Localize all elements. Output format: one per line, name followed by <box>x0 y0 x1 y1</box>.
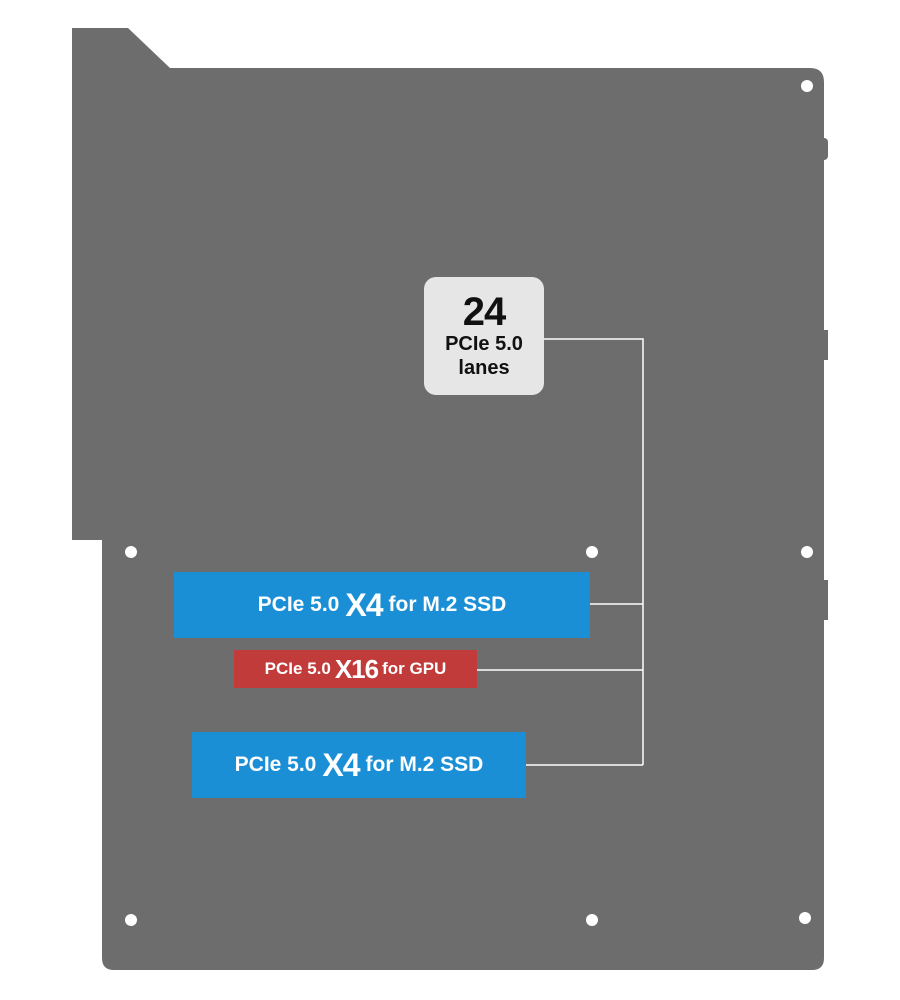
m2-ssd-slot-top: PCIe 5.0 X4 for M.2 SSD <box>174 572 590 638</box>
slot-prefix: PCIe 5.0 <box>234 753 317 776</box>
mount-hole <box>586 914 598 926</box>
gpu-slot: PCIe 5.0 X16 for GPU <box>234 650 477 688</box>
slot-suffix: for M.2 SSD <box>388 593 507 616</box>
motherboard-outline <box>72 28 824 970</box>
m2-ssd-slot-bottom: PCIe 5.0 X4 for M.2 SSD <box>192 732 526 798</box>
connector-trunk <box>544 338 644 765</box>
cpu-lanes-badge: 24 PCIe 5.0 lanes <box>424 277 544 395</box>
slot-prefix: PCIe 5.0 <box>264 659 331 678</box>
mount-hole <box>801 546 813 558</box>
lane-connector-lines <box>477 338 644 766</box>
lanes-label-line1: PCIe 5.0 <box>445 333 523 355</box>
mount-hole <box>799 912 811 924</box>
board-edge-bump <box>820 138 828 160</box>
lanes-label-line2: lanes <box>458 357 510 379</box>
mount-hole <box>801 80 813 92</box>
slot-prefix: PCIe 5.0 <box>257 593 340 616</box>
board-edge-bump <box>820 330 828 360</box>
slot-lane-width: X16 <box>334 653 379 684</box>
mount-hole <box>586 546 598 558</box>
board-edge-bump <box>820 580 828 620</box>
slot-lane-width: X4 <box>322 746 360 783</box>
slot-suffix: for GPU <box>382 659 447 678</box>
mount-hole <box>125 546 137 558</box>
mount-hole <box>125 914 137 926</box>
slot-lane-width: X4 <box>345 586 383 623</box>
slot-suffix: for M.2 SSD <box>365 753 484 776</box>
lanes-count: 24 <box>462 290 506 334</box>
